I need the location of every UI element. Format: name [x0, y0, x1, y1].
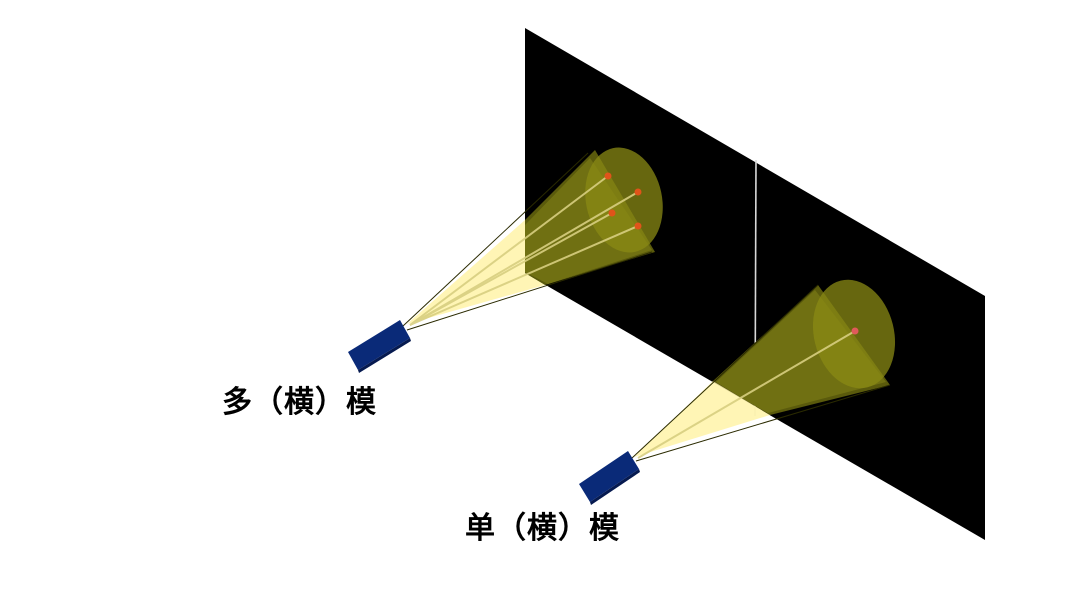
multimode-laser-shadow: [358, 338, 411, 373]
multimode-beam-group: [348, 147, 663, 373]
multimode-ray-1: [409, 175, 609, 326]
singlemode-label: 单（横）模: [465, 511, 620, 546]
singlemode-beam-edge-bottom: [635, 384, 891, 462]
laser-emitter-icon: [348, 320, 411, 373]
multimode-beam-cone: [407, 220, 545, 324]
multimode-beam-edge-top: [402, 152, 589, 327]
multimode-mode-dots: [604, 172, 642, 230]
singlemode-ray: [637, 330, 856, 459]
laser-emitter-icon: [579, 451, 640, 505]
singlemode-beam-group: [579, 279, 896, 505]
singlemode-laser-body: [579, 451, 639, 502]
multimode-dot-2: [634, 188, 642, 196]
multimode-dot-4: [634, 222, 642, 230]
singlemode-dot: [851, 327, 859, 335]
multimode-ray-4: [409, 225, 639, 326]
multimode-rays: [409, 175, 639, 326]
multimode-dot-1: [604, 172, 612, 180]
multimode-ray-3: [409, 212, 613, 326]
singlemode-beam-edge-top: [631, 284, 819, 459]
multimode-label: 多（横）模: [222, 385, 377, 420]
multimode-laser-body: [348, 320, 410, 370]
singlemode-laser-shadow: [590, 469, 640, 505]
multimode-beam-edge-bottom: [406, 251, 653, 331]
multimode-dot-3: [608, 209, 616, 217]
